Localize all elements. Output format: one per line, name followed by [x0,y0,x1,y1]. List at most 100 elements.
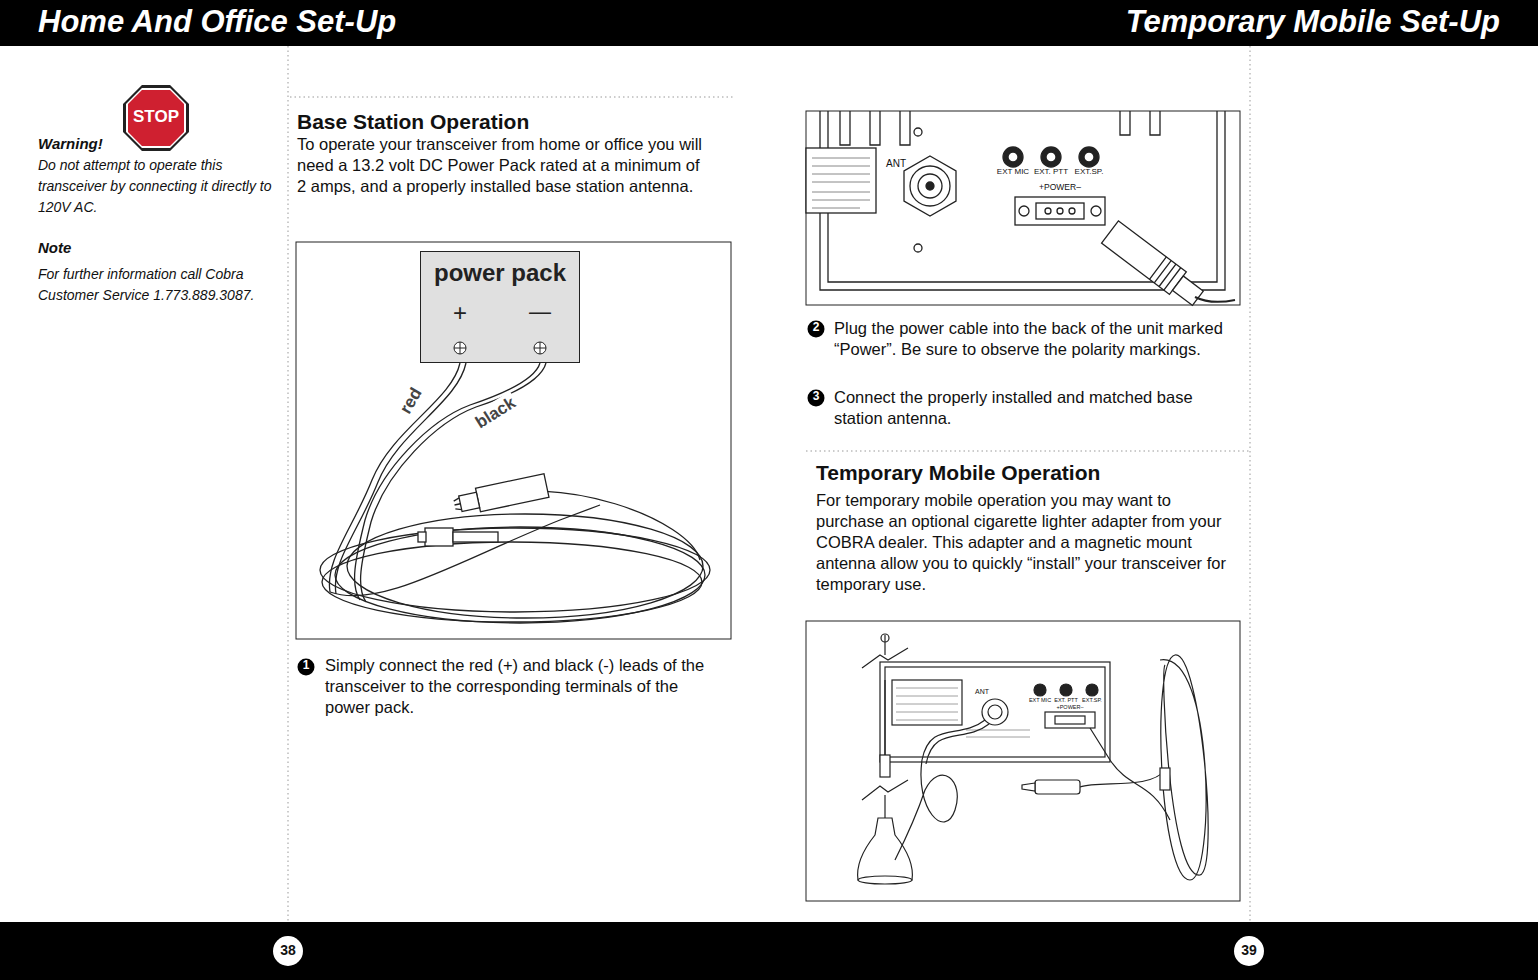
drawing-part [896,696,958,697]
drawing-part [885,667,1105,757]
drawing-part [918,174,942,198]
drawing-part [1022,768,1170,794]
body-text: For temporary mobile operation you may w… [816,490,1231,595]
drawing-part [862,648,908,668]
drawing-part [1195,297,1235,302]
power-label: +POWER– [1045,704,1095,711]
warning-heading: Warning! [38,134,103,153]
jack-label: EXT.SP. [1067,167,1111,177]
drawing-part [1035,780,1080,794]
drawing-part [812,200,870,201]
drawing-part [0,922,1538,980]
drawing-part [806,451,1250,452]
drawing-part [1046,152,1056,162]
drawing-part [1036,203,1084,219]
terminal-sign: — [520,299,560,325]
drawing-part [1060,684,1072,696]
drawing-part [288,46,1250,922]
body-text: To operate your transceiver from home or… [297,134,707,197]
callout-number: 2 [807,320,825,335]
drawing-part [454,342,466,354]
note-text: For further information call Cobra Custo… [38,264,278,306]
jack-label: EXT MIC [991,167,1035,177]
drawing-part [1015,197,1105,225]
drawing-part [812,174,870,175]
drawing-part [884,635,885,655]
drawing-part [812,166,870,167]
step-text: Plug the power cable into the back of th… [834,318,1234,360]
drawing-part [322,542,702,622]
page-number: 39 [1234,942,1264,960]
drawing-part [1022,783,1035,791]
drawing-part [1102,221,1207,310]
drawing-part [330,505,600,596]
drawing-part [926,724,989,764]
drawing-part [421,252,580,363]
page-number: 38 [273,942,303,960]
panel-label: ANT [886,158,906,171]
drawing-part [896,704,958,705]
drawing-part [812,158,870,208]
drawing-part [1090,728,1170,820]
jack-label: EXT MIC [1026,697,1054,704]
drawing-part [812,192,870,193]
drawing-part [892,680,962,725]
drawing-part [914,244,922,252]
drawing-part [453,498,461,511]
drawing-part [895,655,1208,880]
drawing-part [914,128,922,136]
drawing-part [288,46,289,922]
drawing-part [808,390,825,407]
drawing-part [1055,716,1085,724]
drawing-part [1234,936,1264,966]
drawing-part [1149,257,1180,290]
drawing-part [988,705,1002,719]
page-title: Home And Office Set-Up [38,2,396,42]
drawing-part [534,342,546,354]
wire-label: black [470,391,522,435]
section-heading: Base Station Operation [297,109,529,136]
drawing-part [896,720,958,721]
power-pack-box: power pack+— [420,251,580,363]
terminal-sign: + [445,299,475,328]
drawing-part [910,166,950,206]
drawing-part [1019,206,1029,216]
drawing-part [454,342,466,354]
step-text: Connect the properly installed and match… [834,387,1234,429]
drawing-part [1084,152,1094,162]
drawing-part [298,321,825,676]
drawing-part [808,321,825,338]
drawing-part [966,737,1030,738]
drawing-part [1172,276,1203,305]
drawing-part [453,532,498,542]
drawing-part [982,699,1008,725]
drawing-part [1045,712,1095,728]
drawing-part [806,111,1225,290]
drawing-part [476,474,549,512]
drawing-part [296,242,731,639]
drawing-part [812,182,870,183]
drawing-part [347,514,703,618]
drawing-part [418,474,549,546]
drawing-part [806,148,876,213]
step-text: Simply connect the red (+) and black (-)… [325,655,710,718]
drawing-part [320,363,710,623]
drawing-part [1045,208,1051,214]
drawing-part [881,634,889,642]
drawing-part [1079,147,1099,167]
drawing-part [459,492,480,511]
note-heading: Note [38,238,71,257]
drawing-part [1080,770,1165,787]
drawing-part [1041,147,1061,167]
wire-label: red [394,382,428,419]
drawing-part [982,684,1098,728]
drawing-part [896,712,958,713]
drawing-part [425,528,453,546]
drawing-part [806,111,1240,305]
drawing-part [812,158,870,159]
drawing-part [858,634,1110,884]
callout-number: 3 [807,389,825,404]
drawing-part [1034,684,1046,696]
stop-sign: STOP [122,84,190,152]
